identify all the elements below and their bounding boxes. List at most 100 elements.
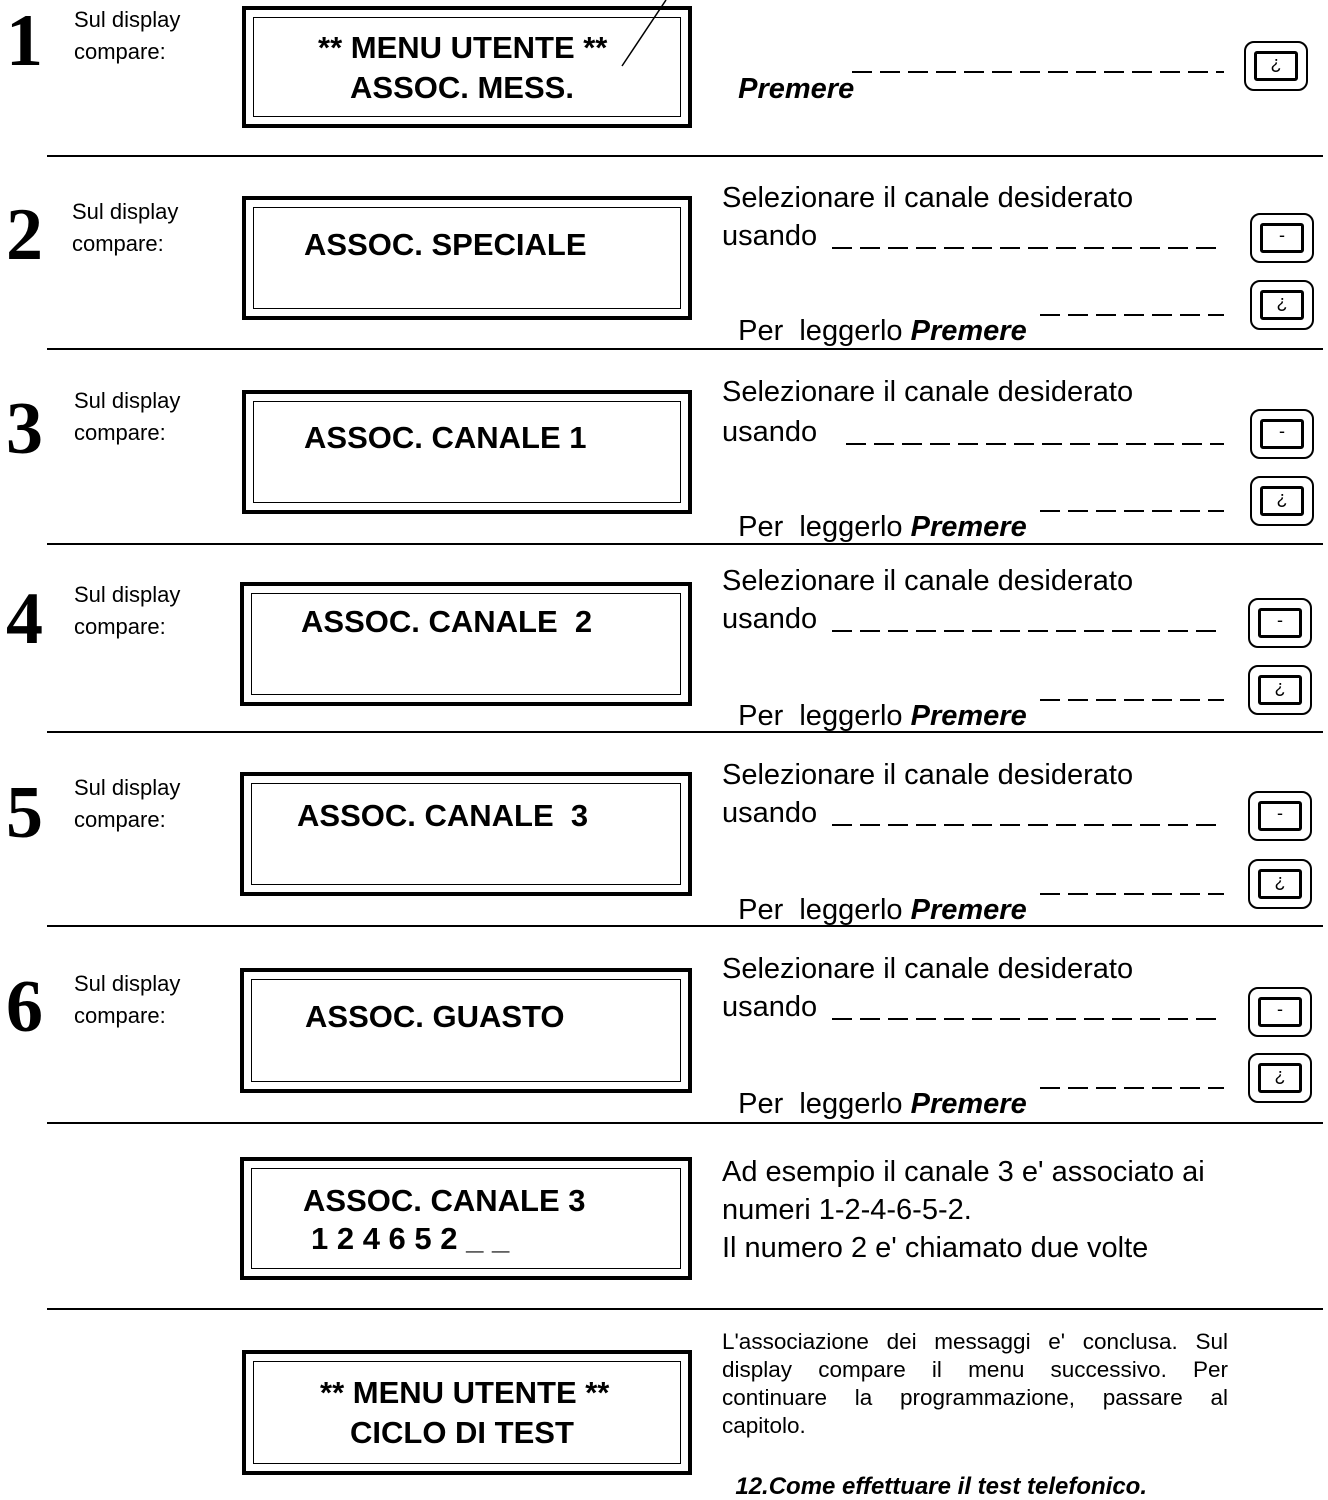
press-instruction: Premere (722, 46, 854, 104)
using-label: usando (722, 416, 818, 448)
lcd-display: ASSOC. CANALE 2 (240, 582, 692, 706)
lcd-display: ASSOC. CANALE 3 1 2 4 6 5 2 _ _ (240, 1157, 692, 1280)
read-prefix: Per leggerlo (738, 315, 903, 347)
leader-dashes (846, 443, 1224, 445)
leader-dashes (832, 630, 1224, 632)
display-line-1: ASSOC. GUASTO (305, 999, 565, 1034)
separator (47, 543, 1323, 545)
intro-line-1: Sul display (74, 388, 181, 413)
using-label: usando (722, 991, 818, 1023)
separator (47, 1122, 1323, 1124)
minus-icon: - (1260, 223, 1304, 253)
leader-dashes (1040, 314, 1224, 316)
minus-icon: - (1258, 997, 1302, 1027)
enter-button[interactable]: ¿ (1250, 476, 1314, 526)
intro-line-2: compare: (74, 420, 166, 445)
intro-line-2: compare: (74, 39, 166, 64)
select-instruction: Selezionare il canale desiderato (722, 376, 1134, 408)
step-number: 1 (6, 0, 43, 82)
read-press-label: Premere (910, 700, 1027, 732)
intro-line-1: Sul display (74, 971, 181, 996)
separator (47, 1308, 1323, 1310)
using-label: usando (722, 797, 818, 829)
display-line-2: 1 2 4 6 5 2 _ _ (311, 1221, 510, 1256)
conclusion-paragraph: L'associazione dei messaggi e' conclusa.… (722, 1329, 1228, 1438)
minus-icon: - (1258, 608, 1302, 638)
leader-dashes (832, 1018, 1224, 1020)
leader-dashes (852, 71, 1224, 73)
read-instruction: Per leggerlo Premere (722, 867, 1027, 925)
leader-dashes (1040, 893, 1224, 895)
example-line-3: Il numero 2 e' chiamato due volte (722, 1232, 1149, 1264)
select-instruction: Selezionare il canale desiderato (722, 759, 1134, 791)
enter-button[interactable]: ¿ (1248, 859, 1312, 909)
read-instruction: Per leggerlo Premere (722, 288, 1027, 346)
lcd-display: ASSOC. CANALE 1 (242, 390, 692, 514)
enter-icon: ¿ (1254, 51, 1298, 81)
lcd-display: ASSOC. GUASTO (240, 968, 692, 1093)
minus-button[interactable]: - (1248, 598, 1312, 648)
intro-line-1: Sul display (72, 199, 179, 224)
read-prefix: Per leggerlo (738, 700, 903, 732)
enter-button[interactable]: ¿ (1250, 280, 1314, 330)
step-intro: Sul display compare: (74, 772, 180, 836)
intro-line-2: compare: (72, 231, 164, 256)
separator (47, 925, 1323, 927)
intro-line-2: compare: (74, 807, 166, 832)
display-line-1: ** MENU UTENTE ** (320, 1375, 610, 1410)
minus-icon: - (1258, 801, 1302, 831)
chapter-title: 12.Come effettuare il test telefonico. (735, 1473, 1148, 1500)
minus-icon: - (1260, 419, 1304, 449)
using-label: usando (722, 220, 818, 252)
enter-button[interactable]: ¿ (1248, 665, 1312, 715)
enter-icon: ¿ (1258, 675, 1302, 705)
pointer-line (621, 0, 667, 67)
select-instruction: Selezionare il canale desiderato (722, 565, 1134, 597)
enter-icon: ¿ (1258, 869, 1302, 899)
step-number: 6 (6, 966, 43, 1048)
read-press-label: Premere (910, 1088, 1027, 1120)
step-number: 2 (6, 194, 43, 276)
step-intro: Sul display compare: (74, 579, 180, 643)
press-label: Premere (738, 73, 855, 105)
leader-dashes (832, 247, 1224, 249)
leader-dashes (1040, 510, 1224, 512)
enter-button[interactable]: ¿ (1248, 1053, 1312, 1103)
lcd-display: ASSOC. CANALE 3 (240, 772, 692, 896)
step-number: 4 (6, 578, 43, 660)
display-line-1: ASSOC. CANALE 3 (303, 1183, 586, 1218)
read-prefix: Per leggerlo (738, 894, 903, 926)
step-intro: Sul display compare: (74, 968, 180, 1032)
display-line-2: CICLO DI TEST (350, 1415, 574, 1450)
example-line-2: numeri 1-2-4-6-5-2. (722, 1194, 972, 1226)
minus-button[interactable]: - (1250, 409, 1314, 459)
display-line-2: ASSOC. MESS. (350, 70, 574, 105)
intro-line-2: compare: (74, 1003, 166, 1028)
enter-icon: ¿ (1258, 1063, 1302, 1093)
minus-button[interactable]: - (1248, 987, 1312, 1037)
read-press-label: Premere (910, 894, 1027, 926)
minus-button[interactable]: - (1248, 791, 1312, 841)
step-number: 3 (6, 388, 43, 470)
read-press-label: Premere (910, 511, 1027, 543)
display-line-1: ** MENU UTENTE ** (318, 30, 608, 65)
intro-line-1: Sul display (74, 582, 181, 607)
minus-button[interactable]: - (1250, 213, 1314, 263)
separator (47, 731, 1323, 733)
display-line-1: ASSOC. CANALE 1 (304, 420, 587, 455)
enter-button[interactable]: ¿ (1244, 41, 1308, 91)
example-line-1: Ad esempio il canale 3 e' associato ai (722, 1156, 1205, 1188)
leader-dashes (1040, 1087, 1224, 1089)
intro-line-2: compare: (74, 614, 166, 639)
display-line-1: ASSOC. CANALE 3 (297, 798, 589, 833)
separator (47, 348, 1323, 350)
read-prefix: Per leggerlo (738, 1088, 903, 1120)
using-label: usando (722, 603, 818, 635)
intro-line-1: Sul display (74, 7, 181, 32)
lcd-display: ASSOC. SPECIALE (242, 196, 692, 320)
lcd-display: ** MENU UTENTE ** ASSOC. MESS. (242, 6, 692, 128)
separator (47, 155, 1323, 157)
step-number: 5 (6, 772, 43, 854)
read-prefix: Per leggerlo (738, 511, 903, 543)
step-intro: Sul display compare: (74, 4, 180, 68)
